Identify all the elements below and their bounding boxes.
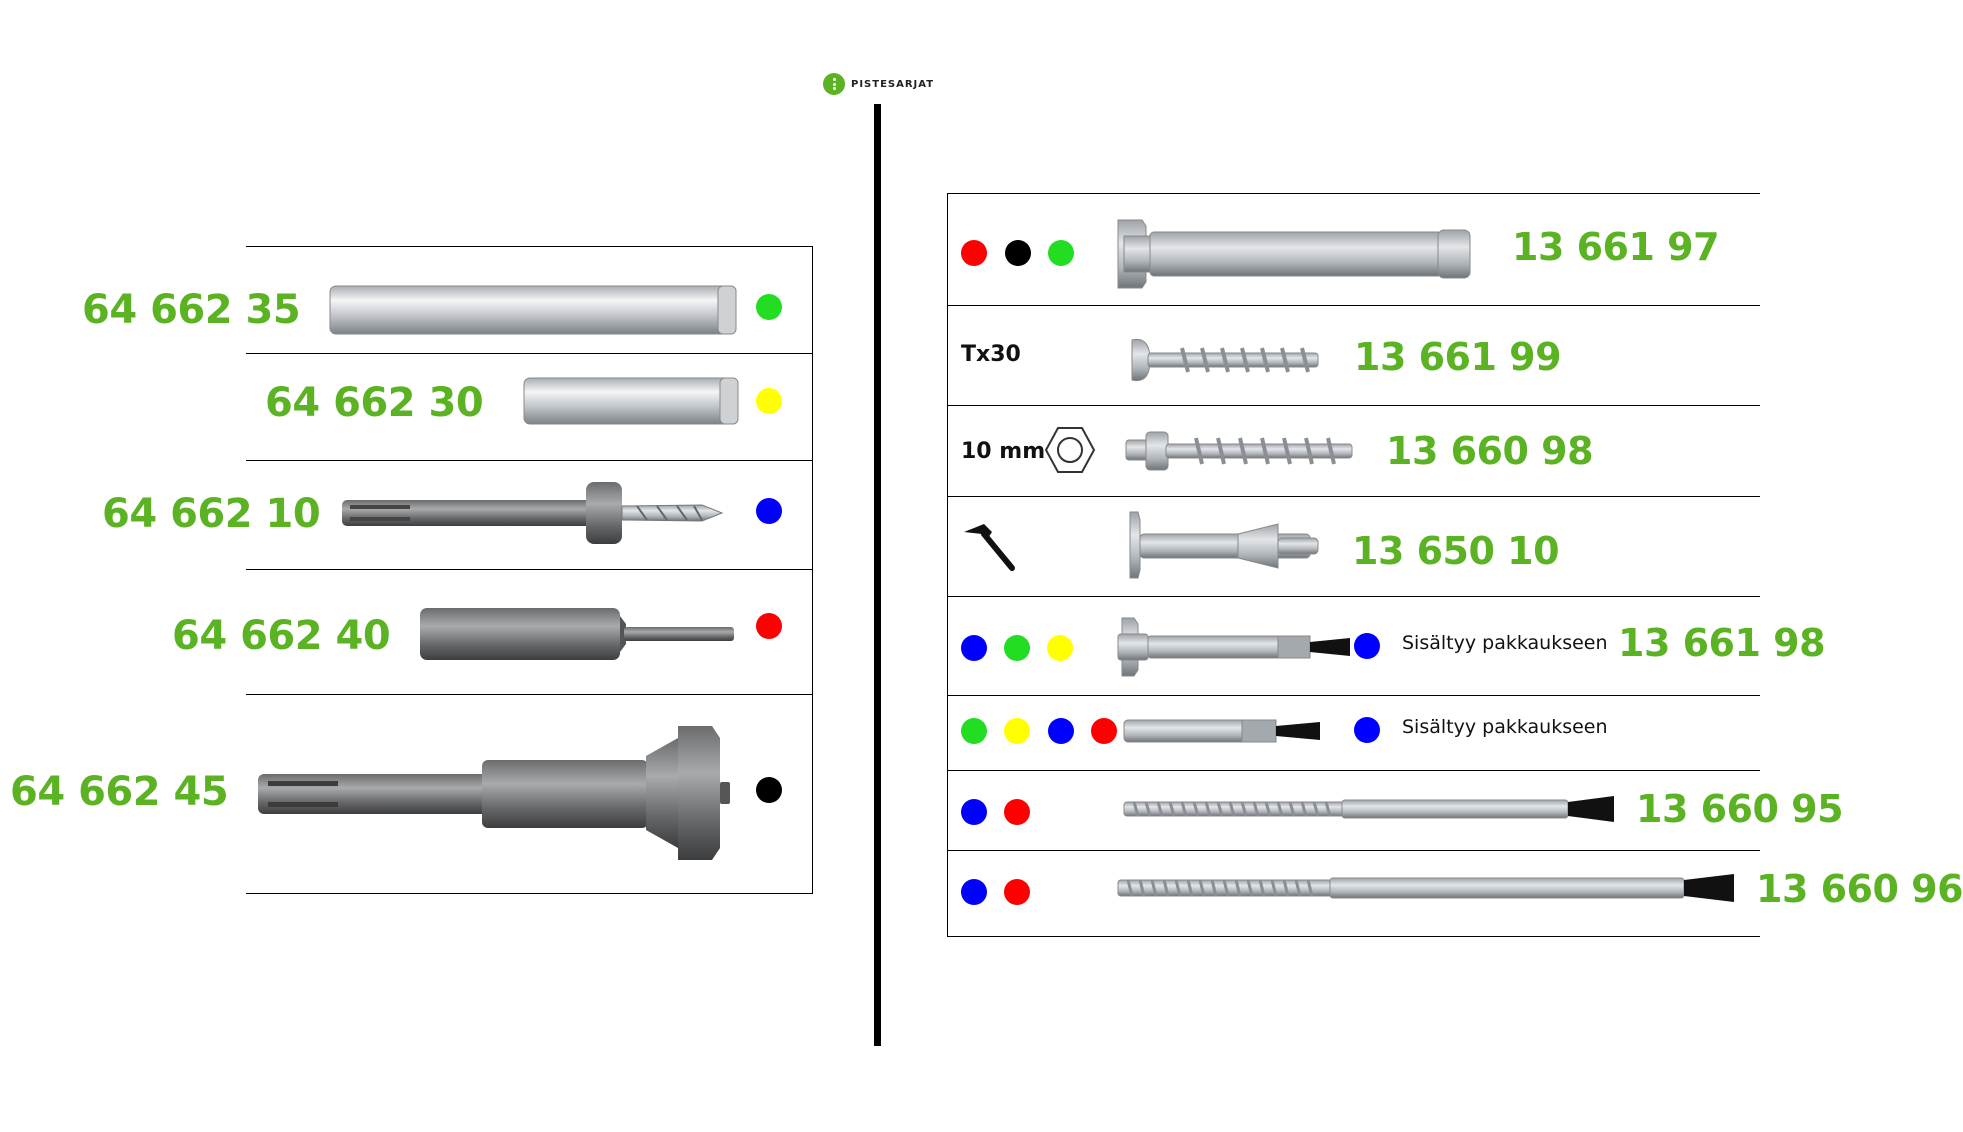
- part-code: 13 661 99: [1354, 335, 1562, 379]
- color-dot: [1004, 799, 1030, 825]
- setting-tool-long-image: [329, 285, 737, 335]
- part-code: 13 650 10: [1352, 529, 1560, 573]
- threaded-rod-long-image: [1117, 874, 1734, 902]
- part-code: 64 662 30: [265, 380, 484, 426]
- row-divider: [948, 695, 1760, 696]
- brand-logo-icon: [823, 73, 845, 95]
- center-divider: [874, 104, 881, 1046]
- row-divider: [948, 596, 1760, 597]
- setting-punch-image: [420, 608, 734, 660]
- part-code: 13 660 98: [1386, 429, 1594, 473]
- color-dot: [961, 240, 987, 266]
- color-dot: [1005, 240, 1031, 266]
- color-dot: [961, 879, 987, 905]
- concrete-screw-torx-image: [1131, 338, 1319, 382]
- sds-max-setting-tool-image: [258, 726, 730, 860]
- hammer-icon: [964, 524, 1015, 571]
- color-dot: [1004, 718, 1030, 744]
- color-dot: [1004, 635, 1030, 661]
- row-divider: [948, 770, 1760, 771]
- color-dot: [756, 294, 782, 320]
- sleeve-anchor-hex-image: [1117, 617, 1350, 677]
- sds-drill-setting-tool-image: [342, 482, 724, 544]
- color-dot: [1048, 240, 1074, 266]
- part-code: 13 661 98: [1618, 621, 1826, 665]
- row-divider: [948, 496, 1760, 497]
- color-dot: [1047, 635, 1073, 661]
- row-divider: [246, 353, 812, 354]
- hex-nut-icon: [1044, 427, 1096, 473]
- color-dot: [756, 613, 782, 639]
- included-note: Sisältyy pakkaukseen: [1402, 632, 1608, 654]
- threaded-rod-short-image: [1123, 796, 1614, 822]
- note-color-dot: [1354, 633, 1380, 659]
- part-code: 64 662 35: [82, 287, 301, 333]
- part-code: 64 662 45: [10, 769, 229, 815]
- drive-label: Tx30: [961, 342, 1021, 367]
- drop-in-anchor-image: [1123, 719, 1320, 743]
- color-dot: [961, 718, 987, 744]
- row-divider: [948, 850, 1760, 851]
- color-dot: [756, 388, 782, 414]
- part-code: 13 661 97: [1512, 225, 1720, 269]
- row-divider: [246, 694, 812, 695]
- brand-name: PISTESARJAT: [851, 78, 935, 90]
- part-code: 64 662 40: [172, 613, 391, 659]
- concrete-screw-hex-image: [1125, 431, 1353, 471]
- included-note: Sisältyy pakkaukseen: [1402, 716, 1608, 738]
- part-code: 13 660 96: [1756, 867, 1963, 911]
- brand-logo: PISTESARJAT: [823, 72, 934, 96]
- row-divider: [246, 569, 812, 570]
- color-dot: [1091, 718, 1117, 744]
- row-divider: [246, 460, 812, 461]
- color-dot: [756, 498, 782, 524]
- size-label: 10 mm: [961, 439, 1046, 464]
- color-dot: [756, 777, 782, 803]
- row-divider: [948, 405, 1760, 406]
- part-code: 13 660 95: [1636, 787, 1844, 831]
- hammer-set-anchor-image: [1129, 511, 1319, 579]
- color-dot: [1048, 718, 1074, 744]
- left-parts-table: [246, 246, 813, 894]
- row-divider: [948, 305, 1760, 306]
- right-parts-table: [947, 193, 1760, 937]
- sleeve-anchor-image: [1117, 219, 1471, 289]
- part-code: 64 662 10: [102, 491, 321, 537]
- note-color-dot: [1354, 717, 1380, 743]
- color-dot: [1004, 879, 1030, 905]
- color-dot: [961, 635, 987, 661]
- color-dot: [961, 799, 987, 825]
- setting-tool-short-image: [523, 377, 739, 425]
